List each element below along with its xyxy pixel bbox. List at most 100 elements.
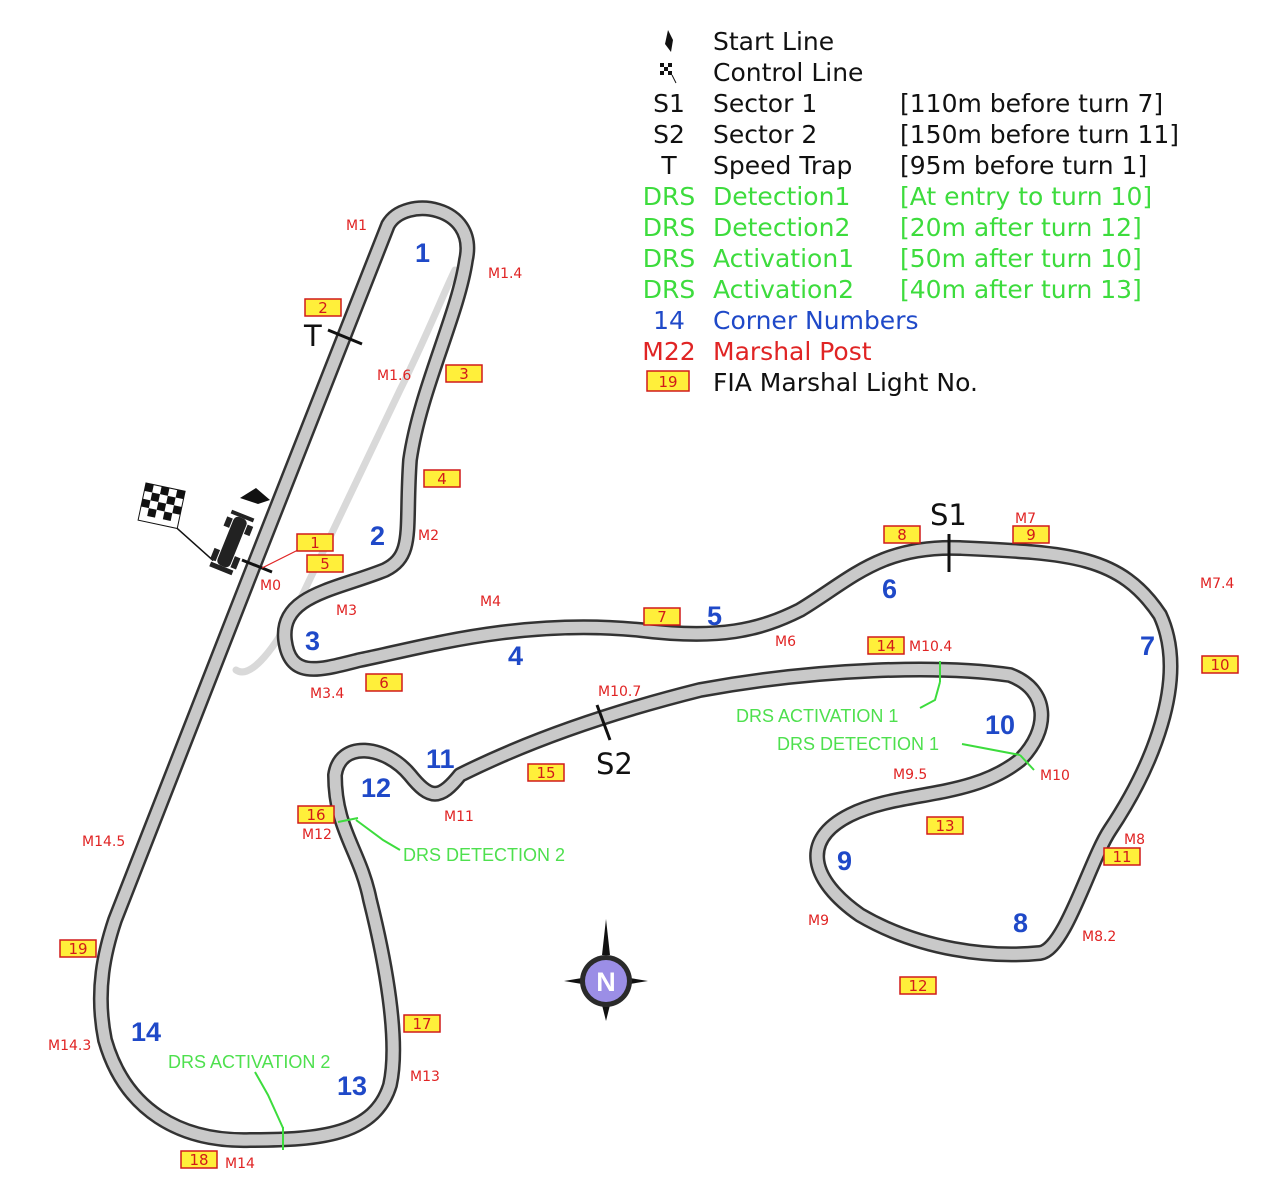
legend-name: Start Line [713, 27, 834, 56]
marshal-m7: M7 [1015, 511, 1036, 527]
marshal-m13: M13 [410, 1069, 440, 1085]
corner-3: 3 [305, 626, 320, 656]
start-line [241, 558, 273, 574]
race-car-icon [209, 509, 255, 576]
legend-symbol: DRS [643, 213, 696, 242]
corner-10: 10 [985, 710, 1015, 740]
light-10: 10 [1201, 655, 1239, 674]
svg-text:2: 2 [318, 299, 328, 317]
start-line-icon [665, 30, 673, 52]
marshal-m3-4: M3.4 [310, 686, 344, 702]
light-11: 11 [1103, 847, 1141, 866]
corner-6: 6 [882, 574, 897, 604]
marshal-m14-5: M14.5 [82, 834, 125, 850]
marshal-m14: M14 [225, 1156, 255, 1172]
light-5: 5 [306, 554, 344, 573]
light-2: 2 [304, 298, 342, 317]
speed-trap-line [327, 328, 363, 346]
start-line-arrow-icon [240, 488, 270, 504]
speed-trap-label: T [303, 319, 322, 353]
legend-symbol: DRS [643, 182, 696, 211]
corner-5: 5 [707, 601, 722, 631]
legend-detail: [20m after turn 12] [900, 213, 1142, 242]
marshal-m4: M4 [480, 594, 501, 610]
light-3: 3 [445, 364, 483, 383]
legend-symbol: S2 [653, 120, 685, 149]
start-area [137, 482, 299, 576]
drs-markers [254, 661, 1035, 1150]
control-line-flag-icon [137, 482, 214, 562]
legend-row: DRS Activation1 [50m after turn 10] [643, 244, 1142, 273]
corner-12: 12 [361, 773, 391, 803]
svg-text:4: 4 [437, 470, 447, 488]
legend-name: Detection1 [713, 182, 850, 211]
marshal-m8: M8 [1124, 832, 1145, 848]
legend-name: Activation1 [713, 244, 854, 273]
legend-name: Corner Numbers [713, 306, 919, 335]
legend-name: Speed Trap [713, 151, 852, 180]
corner-4: 4 [508, 641, 523, 671]
svg-text:9: 9 [1026, 526, 1036, 544]
legend-name: Marshal Post [713, 337, 872, 366]
svg-text:17: 17 [412, 1015, 431, 1033]
corner-7: 7 [1140, 631, 1155, 661]
svg-text:7: 7 [657, 608, 667, 626]
marshal-m7-4: M7.4 [1200, 576, 1234, 592]
legend-symbol: T [660, 151, 677, 180]
marshal-m8-2: M8.2 [1082, 929, 1116, 945]
marshal-m11: M11 [444, 809, 474, 825]
light-15: 15 [527, 763, 565, 782]
drs-detection-1-label: DRS DETECTION 1 [777, 734, 939, 754]
compass: N [564, 919, 648, 1021]
corner-13: 13 [337, 1071, 367, 1101]
corner-2: 2 [370, 521, 385, 551]
marshal-m10-4: M10.4 [909, 639, 952, 655]
svg-text:15: 15 [536, 764, 555, 782]
sector2-line [595, 704, 612, 741]
legend-detail: [110m before turn 7] [900, 89, 1163, 118]
light-6: 6 [365, 673, 403, 692]
legend-name: FIA Marshal Light No. [713, 368, 978, 397]
marshal-m9: M9 [808, 913, 829, 929]
control-line-flag-icon [660, 63, 677, 84]
legend-name: Sector 1 [713, 89, 817, 118]
light-1: 1 [296, 533, 334, 552]
legend-row: 14 Corner Numbers [653, 306, 918, 335]
svg-text:16: 16 [306, 806, 325, 824]
drs-activation-1-label: DRS ACTIVATION 1 [736, 706, 898, 726]
svg-text:10: 10 [1210, 656, 1229, 674]
svg-text:14: 14 [876, 637, 895, 655]
legend-detail: [50m after turn 10] [900, 244, 1142, 273]
light-13: 13 [926, 816, 964, 835]
legend-symbol: M22 [642, 337, 695, 366]
light-14: 14 [867, 636, 905, 655]
marshal-m2: M2 [418, 528, 439, 544]
marshal-m1-6: M1.6 [377, 368, 411, 384]
legend-symbol: DRS [643, 244, 696, 273]
marshal-m0: M0 [260, 578, 281, 594]
marshal-m10-7: M10.7 [598, 684, 641, 700]
marshal-m12: M12 [302, 827, 332, 843]
light-9: 9 [1012, 525, 1050, 544]
sector1-label: S1 [930, 498, 967, 532]
svg-text:6: 6 [379, 674, 389, 692]
marshal-m9-5: M9.5 [893, 767, 927, 783]
svg-text:13: 13 [935, 817, 954, 835]
legend-detail: [40m after turn 13] [900, 275, 1142, 304]
marshal-lights: 1 2 3 4 5 6 7 8 9 10 11 12 13 14 15 16 1… [59, 298, 1239, 1169]
legend-symbol: 14 [653, 306, 685, 335]
marshal-m10: M10 [1040, 768, 1070, 784]
marshal-m1-4: M1.4 [488, 266, 522, 282]
track [92, 200, 1179, 1149]
marshal-posts: M1 M1.4 M1.6 M2 M0 M3 M3.4 M4 M6 M7 M7.4… [48, 218, 1234, 1172]
svg-text:18: 18 [189, 1151, 208, 1169]
light-12: 12 [899, 976, 937, 995]
legend-symbol: 19 [658, 373, 677, 391]
